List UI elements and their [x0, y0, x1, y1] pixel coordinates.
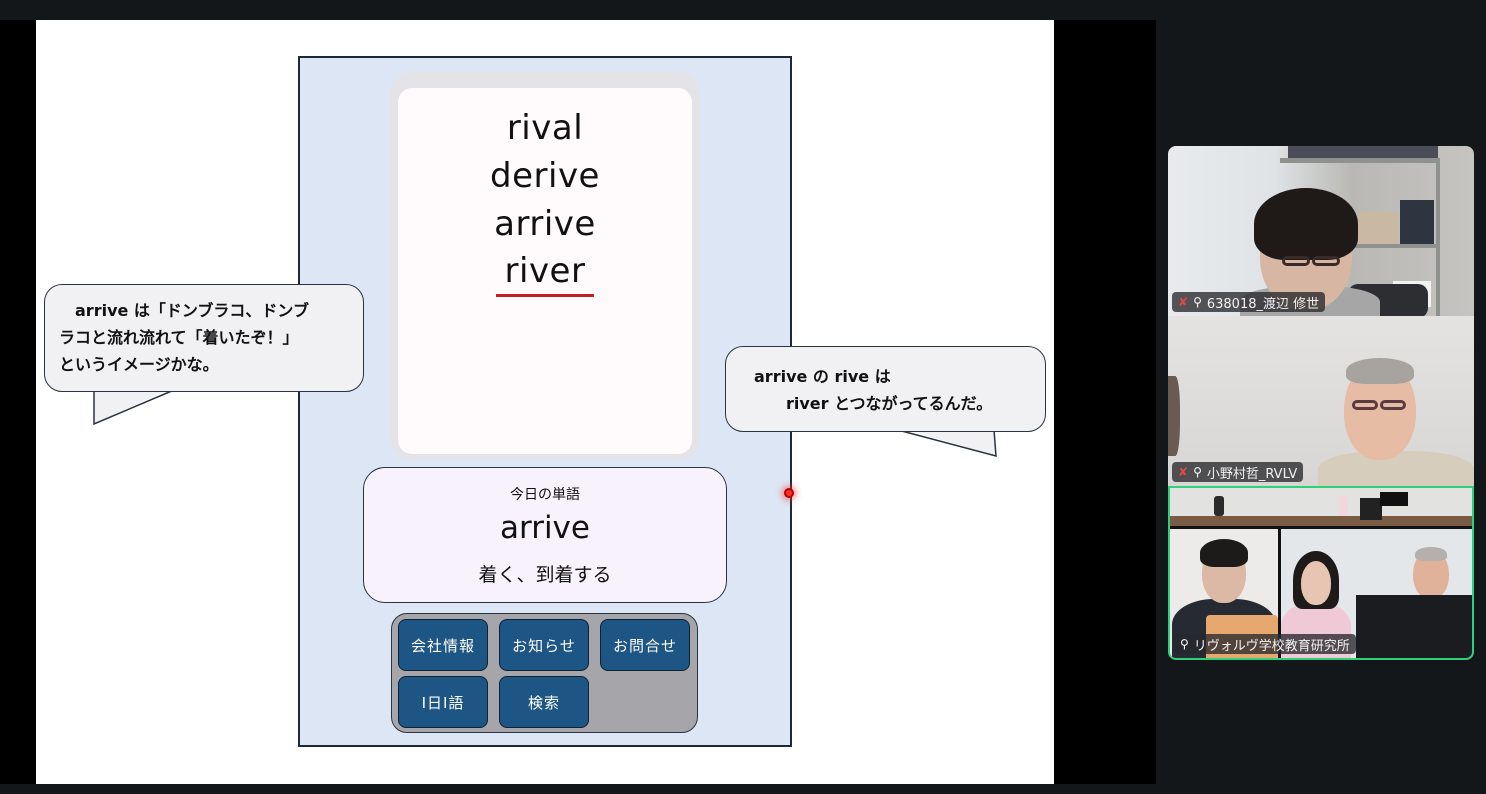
participant-name: リヴォルヴ学校教育研究所 — [1193, 638, 1350, 654]
presentation-slide: rival derive arrive river 今日の単語 arrive 着… — [36, 20, 1054, 784]
word-of-the-day-meaning: 着く、到着する — [478, 564, 612, 586]
pin-icon: ⚲ — [1193, 465, 1202, 479]
word-derive: derive — [490, 156, 600, 196]
news-button[interactable]: お知らせ — [499, 619, 589, 671]
participant-name: 小野村哲_RVLV — [1206, 466, 1298, 482]
mic-off-icon: ✘ — [1178, 295, 1189, 309]
laser-pointer-cursor — [784, 488, 794, 498]
speech-bubble-left: arrive は「ドンブラコ、ドンブ ラコと流れ流れて「着いたぞ！」 というイメ… — [44, 284, 364, 392]
participant-name: 638018_渡辺 修世 — [1206, 296, 1320, 312]
word-arrive: arrive — [494, 204, 596, 244]
speech-bubble-right: arrive の rive は river とつながってるんだ。 — [725, 346, 1046, 432]
word-of-the-day: arrive — [500, 510, 590, 546]
participant-name-tag: ✘ ⚲ 小野村哲_RVLV — [1172, 462, 1304, 482]
bubble-right-tail — [896, 426, 997, 457]
word-of-the-day-box: 今日の単語 arrive 着く、到着する — [363, 467, 727, 603]
mic-off-icon: ✘ — [1178, 465, 1189, 479]
pin-icon: ⚲ — [1180, 637, 1189, 651]
word-of-the-day-label: 今日の単語 — [510, 487, 580, 503]
participant-name-tag: ✘ ⚲ 638018_渡辺 修世 — [1172, 292, 1326, 312]
word-card-frame: rival derive arrive river — [390, 72, 700, 460]
divider — [1278, 526, 1281, 658]
phone-mockup-panel: rival derive arrive river 今日の単語 arrive 着… — [298, 56, 792, 747]
participant-tile[interactable]: ✘ ⚲ 小野村哲_RVLV — [1168, 316, 1474, 486]
speech-bubble-left-text: arrive は「ドンブラコ、ドンブ ラコと流れ流れて「着いたぞ！」 というイメ… — [59, 301, 309, 374]
word-card: rival derive arrive river — [398, 88, 692, 454]
screen-share-area: rival derive arrive river 今日の単語 arrive 着… — [0, 20, 1156, 784]
river-underline — [496, 294, 594, 297]
top-bar — [0, 0, 1486, 20]
word-river: river — [504, 251, 586, 291]
contact-button[interactable]: お問合せ — [600, 619, 690, 671]
pin-icon: ⚲ — [1193, 295, 1202, 309]
company-info-button[interactable]: 会社情報 — [398, 619, 488, 671]
participant-video — [1170, 488, 1472, 658]
speech-bubble-right-text: arrive の rive は river とつながってるんだ。 — [754, 367, 993, 413]
participant-video — [1168, 146, 1474, 316]
word-rival: rival — [506, 108, 584, 148]
bubble-left-tail — [93, 386, 176, 426]
participant-name-tag: ⚲ リヴォルヴ学校教育研究所 — [1174, 634, 1356, 654]
search-button[interactable]: 検索 — [499, 676, 589, 728]
divider — [1170, 526, 1472, 529]
one-word-a-day-button[interactable]: I日I語 — [398, 676, 488, 728]
participant-tile-active-speaker[interactable]: ⚲ リヴォルヴ学校教育研究所 — [1168, 486, 1474, 660]
menu-tray: 会社情報 お知らせ お問合せ I日I語 検索 — [391, 613, 698, 733]
participant-video — [1168, 316, 1474, 486]
participant-tile[interactable]: ✘ ⚲ 638018_渡辺 修世 — [1168, 146, 1474, 316]
bottom-bar — [0, 784, 1486, 794]
